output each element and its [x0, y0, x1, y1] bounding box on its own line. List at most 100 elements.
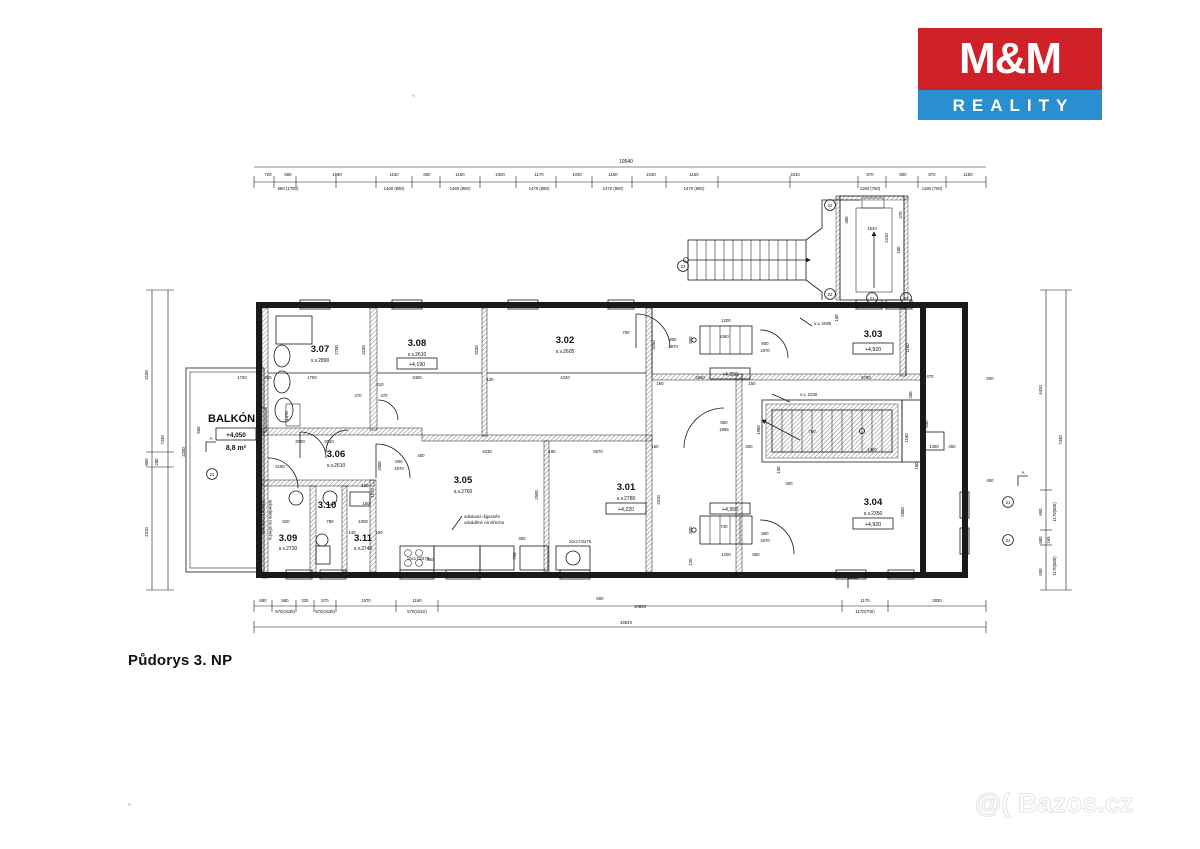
- section-marker-a-right: A: [1017, 470, 1028, 486]
- level-tag-a: +4,950: [709, 367, 751, 380]
- top-dim-sub-0: 580 (1750): [278, 186, 299, 191]
- stair-900-1985b: 1985: [756, 425, 761, 435]
- top-dim-2: 1590: [332, 172, 342, 177]
- idim-920: 920: [282, 519, 290, 524]
- room-3-09-height: s.v.2730: [279, 546, 298, 552]
- room-3-11-height: s.v.2740: [354, 546, 373, 552]
- top-dim-5: 1160: [455, 172, 465, 177]
- idim-1370: 1570: [370, 488, 375, 498]
- top-dim-4: 650: [423, 172, 431, 177]
- idim-120: 160: [834, 314, 839, 322]
- room-3-03-level: +4,920: [865, 347, 881, 353]
- right-dim-sub-0: 1170(600): [1052, 502, 1057, 522]
- top-dim-13: 870: [866, 172, 874, 177]
- stair-tread-note: 760: [808, 429, 816, 434]
- room-3-10: 3.10: [318, 500, 337, 511]
- page-title: Půdorys 3. NP: [128, 652, 233, 669]
- bot-dim-3: 570: [321, 598, 329, 603]
- idim-3450: 3450: [412, 375, 422, 380]
- inner-dim-160b: 160: [914, 462, 919, 470]
- note-hood-line2: odváděné na střechu: [464, 520, 505, 525]
- room-3-04: 3.04 s.v.2350 +4,920: [852, 497, 894, 530]
- logo-brand-block: M&M: [918, 28, 1102, 90]
- bot-dim-1: 580: [281, 598, 289, 603]
- bath-fixtures: 1370: [273, 315, 371, 565]
- idim-2500: 2500: [534, 490, 539, 500]
- room-3-01-id: 3.01: [617, 482, 636, 493]
- idim-450a: 450: [264, 375, 272, 380]
- bazos-watermark: @( Bazos.cz: [974, 788, 1134, 819]
- internal-dimension-texts: 450 1750 3100 3100 3450 4220 4030 2570 2…: [264, 314, 934, 601]
- bot-dim-4: 1570: [361, 598, 371, 603]
- idim-1970e: 1970: [760, 348, 770, 353]
- logo-brand-text: M&M: [958, 34, 1062, 83]
- balcony: BALKÓN +4,050 8,8 m² 550 1720 chlazení m…: [185, 367, 273, 573]
- idim-placeholder: 300: [785, 481, 793, 486]
- right-dim-165: 165: [1046, 536, 1051, 544]
- room-3-05-height: s.v.2760: [454, 489, 473, 495]
- dim-800b: 800: [688, 526, 693, 534]
- idim-1000: 1000: [358, 519, 368, 524]
- section-a-right-label: A: [1022, 470, 1025, 475]
- inner-dim-450: 450: [948, 444, 956, 449]
- section-a-left-label: A: [210, 436, 213, 441]
- internal-walls: [261, 307, 923, 579]
- bot-dim-6: 10650: [634, 604, 647, 609]
- marker-21-d: 21: [1002, 496, 1014, 508]
- room-3-02-id: 3.02: [556, 335, 575, 346]
- room-3-04-level: +4,920: [865, 522, 881, 528]
- steps-note-a: 1060: [719, 334, 729, 339]
- idim-2880: 2880: [900, 507, 905, 517]
- room-labels: 3.07 s.v.2890 3.08 s.v.2610 +4,190 3.02 …: [279, 317, 894, 552]
- idim-1800c: 1970: [394, 466, 404, 471]
- upper-stair-block: 2310 1540 470 400 100 22 22 21: [677, 195, 912, 304]
- right-dim-690b: 690: [1038, 568, 1043, 576]
- room-3-09: 3.09 s.v.2730: [279, 533, 298, 552]
- marker-21-a-label: 21: [870, 296, 875, 301]
- idim-2570: 2570: [593, 449, 603, 454]
- inner-dim-stair-600: 470: [898, 211, 903, 219]
- idim-2370: 1160: [905, 343, 910, 353]
- top-dim-sub-2: 1460 (880): [450, 186, 471, 191]
- marker-22-b: 22: [824, 288, 836, 300]
- idim-4030: 4030: [482, 449, 492, 454]
- marker-22-a-label: 22: [828, 203, 833, 208]
- kitchen-dim-750: 750: [512, 552, 517, 560]
- section-marker-a-left: A: [205, 436, 216, 452]
- dim-1200a: 1200: [721, 318, 731, 323]
- marker-21-e-label: 21: [1006, 538, 1011, 543]
- room-3-08-id: 3.08: [408, 338, 427, 349]
- clear-height-2095: s.v. 2095: [814, 321, 832, 326]
- idim-1985: 1985: [719, 427, 729, 432]
- scan-artifact-1: [128, 803, 131, 806]
- room-3-08-level: +4,190: [409, 362, 425, 368]
- steps-note-b: 740: [720, 524, 728, 529]
- room-3-01-level: +4,220: [618, 507, 634, 513]
- top-dim-sub-5: 1470 (880): [684, 186, 705, 191]
- note-cooling-line2: odvedeno na střechu: [268, 500, 273, 541]
- left-dim-2310: 2310: [144, 527, 149, 537]
- top-dim-16: 1180: [963, 172, 973, 177]
- note-cooling-line1: chlazení místnosti,: [261, 500, 266, 536]
- room-3-07-id: 3.07: [311, 344, 330, 355]
- bot-dim-sub-2: 570(1810): [407, 609, 427, 614]
- room-3-05: 3.05 s.v.2760: [454, 475, 473, 495]
- bot-dim-2: 330: [301, 598, 309, 603]
- kitchen-dim-0400: 10x174/276: [407, 556, 430, 561]
- idim-800f: 800: [761, 531, 769, 536]
- top-dimension-chain: 19540 720 580 1590 1160 650 1160 1000 11: [253, 159, 987, 191]
- note-hood-line1: odsávací digestoře: [464, 514, 501, 519]
- bot-dim-8: 2830: [932, 598, 942, 603]
- room-3-08-height: s.v.2610: [408, 352, 427, 358]
- room-3-03: 3.03 +4,920: [852, 329, 894, 355]
- left-dim-7440: 7440: [160, 435, 165, 445]
- dim-800a: 800: [688, 336, 693, 344]
- top-dim-12: 3310: [790, 172, 800, 177]
- room-3-04-id: 3.04: [864, 497, 883, 508]
- top-dim-0: 720: [264, 172, 272, 177]
- idim-160b: 160: [656, 381, 664, 386]
- marker-21-a: 21: [866, 292, 878, 304]
- room-3-06-id: 3.06: [327, 449, 346, 460]
